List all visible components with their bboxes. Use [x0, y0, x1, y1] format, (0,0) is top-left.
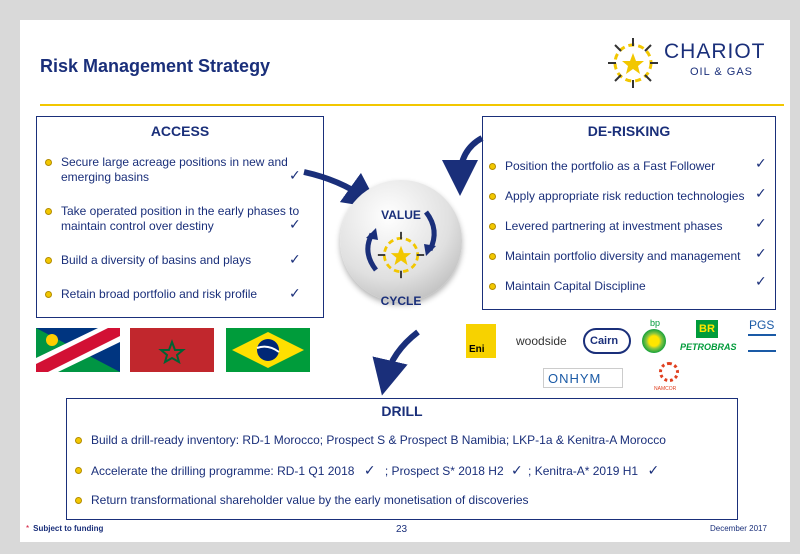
petrobras-label: PETROBRAS — [680, 342, 737, 352]
bp-helios-icon — [642, 329, 666, 353]
derisking-item-1: Position the portfolio as a Fast Followe… — [505, 159, 716, 173]
morocco-flag-icon — [130, 328, 214, 372]
drill-title: DRILL — [381, 403, 423, 419]
logo-subtitle: OIL & GAS — [690, 66, 754, 78]
access-title: ACCESS — [150, 123, 210, 139]
onhym-label: ONHYM — [548, 371, 602, 386]
access-item-2-line-1: Take operated position in the early phas… — [61, 204, 300, 218]
access-item-2-line-2: maintain control over destiny — [61, 219, 214, 233]
petrobras-mark: BR — [696, 320, 718, 338]
namcor-emblem-icon — [659, 362, 679, 382]
bullet-icon — [489, 223, 496, 230]
page-title: Risk Management Strategy — [40, 56, 271, 76]
check-icon: ✓ — [289, 167, 301, 183]
derisking-item-4: Maintain portfolio diversity and managem… — [505, 249, 741, 263]
derisking-item-3: Levered partnering at investment phases — [505, 219, 723, 233]
bp-logo: bp — [638, 318, 672, 354]
chariot-logo: CHARIOT OIL & GAS — [606, 32, 786, 96]
derisking-item-5: Maintain Capital Discipline — [505, 279, 646, 293]
bullet-icon — [75, 437, 82, 444]
derisking-item-2: Apply appropriate risk reduction technol… — [505, 189, 745, 203]
bullet-icon — [45, 208, 52, 215]
bullet-icon — [489, 253, 496, 260]
drill-item-2-part-3: ; Kenitra-A* 2019 H1 — [528, 464, 639, 478]
bullet-icon — [45, 291, 52, 298]
chariot-star-icon — [608, 38, 658, 88]
petrobras-logo: BR PETROBRAS — [680, 320, 740, 356]
pgs-waves-icon — [748, 334, 776, 352]
drill-item-1: Build a drill-ready inventory: RD-1 Moro… — [91, 433, 666, 447]
cycle-cycle-label: CYCLE — [380, 294, 422, 308]
drill-item-3: Return transformational shareholder valu… — [91, 493, 529, 507]
access-box: ACCESS Secure large acreage positions in… — [36, 116, 324, 318]
bullet-icon — [489, 283, 496, 290]
namcor-label: NAMCOR — [654, 386, 677, 392]
check-icon: ✓ — [755, 155, 767, 171]
footnote: *Subject to funding — [26, 524, 103, 533]
check-icon: ✓ — [289, 251, 301, 267]
bullet-icon — [45, 159, 52, 166]
derisking-title: DE-RISKING — [587, 123, 671, 139]
value-cycle-sphere: VALUE CYCLE — [340, 180, 462, 308]
check-icon: ✓ — [647, 462, 660, 478]
title-divider — [40, 104, 784, 106]
bullet-icon — [75, 467, 82, 474]
access-item-1-line-1: Secure large acreage positions in new an… — [61, 155, 288, 169]
access-item-3: Build a diversity of basins and plays — [61, 253, 252, 267]
check-icon: ✓ — [289, 285, 301, 301]
drill-item-2-part-2: ; Prospect S* 2018 H2 — [384, 464, 504, 478]
check-icon: ✓ — [755, 273, 767, 289]
eni-logo: Eni — [466, 324, 496, 358]
cairn-label: Cairn — [590, 335, 619, 347]
cycle-value-label: VALUE — [381, 208, 421, 222]
woodside-logo: woodside — [516, 334, 567, 348]
pgs-logo: PGS — [746, 318, 778, 354]
bullet-icon — [489, 193, 496, 200]
derisking-box: DE-RISKING Position the portfolio as a F… — [482, 116, 776, 310]
check-icon: ✓ — [755, 245, 767, 261]
eni-label: Eni — [469, 344, 485, 355]
page-number: 23 — [396, 524, 408, 535]
cairn-logo: Cairn — [583, 328, 631, 354]
check-icon: ✓ — [755, 185, 767, 201]
namcor-logo: NAMCOR — [654, 360, 684, 396]
pgs-label: PGS — [749, 318, 775, 332]
namibia-flag-icon — [36, 328, 120, 372]
brazil-flag-icon — [226, 328, 310, 372]
arrow-derisking-in — [442, 135, 484, 196]
check-icon: ✓ — [510, 462, 523, 478]
logo-name: CHARIOT — [664, 40, 766, 63]
drill-item-2-part-1: Accelerate the drilling programme: RD-1 … — [91, 464, 355, 478]
check-icon: ✓ — [289, 216, 301, 232]
arrow-cycle-to-drill — [372, 329, 420, 396]
access-item-1-line-2: emerging basins — [61, 170, 150, 184]
bullet-icon — [45, 257, 52, 264]
slide: Risk Management Strategy CHARIOT OIL & G… — [20, 20, 790, 542]
bullet-icon — [75, 497, 82, 504]
bp-label: bp — [650, 318, 661, 328]
bullet-icon — [489, 163, 496, 170]
check-icon: ✓ — [755, 215, 767, 231]
rotate-arrows-icon — [365, 210, 437, 272]
footnote-marker: * — [26, 524, 30, 533]
check-icon: ✓ — [363, 462, 376, 478]
footnote-text: Subject to funding — [33, 524, 104, 533]
footer-date: December 2017 — [710, 524, 767, 533]
drill-box: DRILL Build a drill-ready inventory: RD-… — [66, 398, 738, 520]
access-item-4: Retain broad portfolio and risk profile — [61, 287, 258, 301]
onhym-logo: ONHYM — [543, 368, 623, 388]
cycle-star-icon — [377, 231, 425, 279]
